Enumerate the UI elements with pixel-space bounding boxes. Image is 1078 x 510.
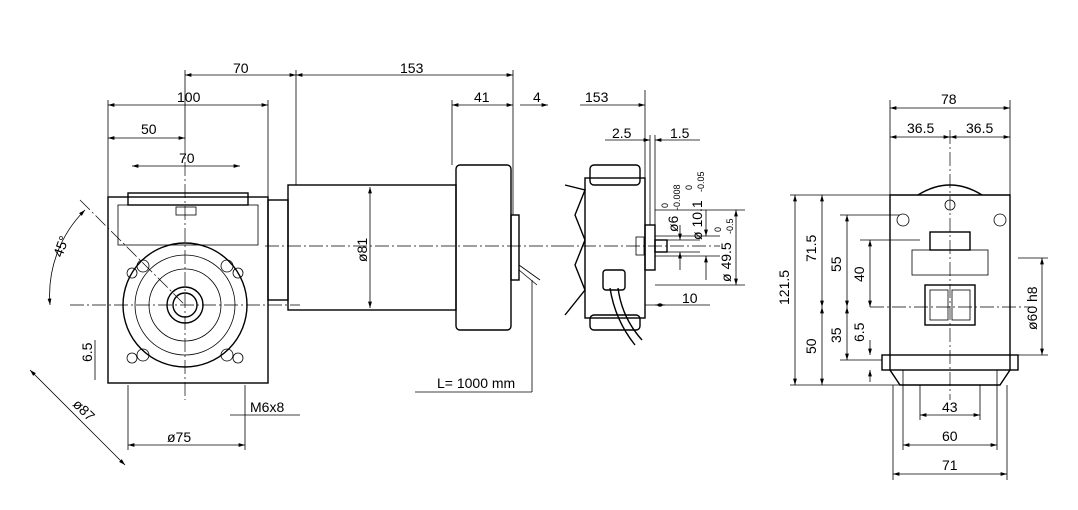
mounting-hole — [232, 352, 244, 364]
dim-dia-81: ø81 — [354, 238, 370, 262]
end-cap-bottom-lobe — [589, 314, 641, 331]
screw-hole — [896, 213, 910, 227]
dim-55: 55 — [828, 256, 844, 272]
dim-153-side: 153 — [585, 89, 609, 105]
dim-35: 35 — [828, 327, 844, 343]
cable-stub — [518, 264, 541, 286]
dim-36-5-right: 36.5 — [966, 120, 993, 136]
hollow-shaft-window — [951, 289, 971, 321]
dim-153-top: 153 — [400, 60, 424, 76]
mounting-hole — [126, 267, 138, 279]
mounting-hole — [232, 267, 244, 279]
end-view: 78 36.5 36.5 121.5 71.5 55 40 50 35 6.5 … — [776, 91, 1048, 480]
dim-dia-10-1: ø 10.1 0 -0.05 — [684, 171, 706, 240]
end-cap-top-lobe — [589, 164, 641, 186]
dim-dia-6-tol-upper: 0 — [660, 203, 670, 208]
dim-60: 60 — [942, 428, 958, 444]
dim-100: 100 — [177, 89, 201, 105]
dimension-line — [29, 369, 126, 466]
dim-70-inner: 70 — [179, 150, 195, 166]
side-dimension-lines — [580, 90, 745, 307]
dim-dia-49-5: ø 49.5 0 -0.5 — [713, 218, 735, 282]
dim-2-5: 2.5 — [612, 125, 632, 141]
dim-angle-45: 45° — [50, 234, 72, 259]
cable-gland — [602, 269, 626, 291]
motor-end-cap — [455, 164, 512, 331]
screw-hole — [993, 213, 1007, 227]
thread-label: M6x8 — [250, 399, 284, 415]
side-view: 153 2.5 1.5 ø6 0 -0.008 ø 10.1 0 -0.05 ø… — [560, 89, 745, 346]
dim-71: 71 — [942, 457, 958, 473]
motor-body — [287, 184, 457, 311]
cable — [609, 287, 643, 346]
dim-121-5: 121.5 — [776, 270, 792, 305]
dim-36-5-left: 36.5 — [907, 120, 934, 136]
break-line — [564, 184, 586, 316]
center-line-45 — [79, 199, 186, 306]
dim-dia-10-1-tol-upper: 0 — [684, 185, 694, 190]
housing-top-rib — [127, 192, 249, 206]
dim-dia-10-1-tol-lower: -0.05 — [696, 171, 706, 192]
dim-71-5: 71.5 — [803, 235, 819, 262]
dim-50-end: 50 — [803, 338, 819, 354]
dim-10: 10 — [682, 290, 698, 306]
dim-dia-60-h8: ø60 h8 — [1024, 286, 1040, 330]
housing-upper-panel — [117, 204, 259, 246]
dim-70-top: 70 — [233, 60, 249, 76]
dim-dia-6-tol-lower: -0.008 — [672, 184, 682, 210]
housing-slot — [175, 206, 197, 216]
dim-6-5: 6.5 — [79, 342, 95, 362]
bolt-hole — [136, 348, 150, 362]
dim-78: 78 — [941, 91, 957, 107]
dim-6-5-end: 6.5 — [851, 322, 867, 342]
dim-dia-10-1-value: ø 10.1 — [689, 200, 705, 240]
cable-length: L= 1000 mm — [437, 375, 515, 391]
shaft-spigot — [644, 224, 656, 271]
bolt-hole — [220, 348, 234, 362]
end-dimension-lines — [790, 100, 1048, 480]
dim-41: 41 — [474, 89, 490, 105]
dim-40: 40 — [851, 266, 867, 282]
dim-4: 4 — [533, 89, 541, 105]
hollow-shaft-window — [929, 289, 949, 321]
mounting-hole — [126, 352, 138, 364]
bolt-hole — [220, 259, 234, 273]
angle-arc — [47, 209, 86, 306]
dim-dia-75: ø75 — [167, 429, 191, 445]
front-view: 70 153 100 41 4 50 70 45° ø81 6.5 ø87 M6… — [29, 60, 560, 466]
dim-dia-49-5-tol-lower: -0.5 — [725, 218, 735, 234]
dim-dia-49-5-tol-upper: 0 — [713, 227, 723, 232]
motor-adapter — [267, 199, 289, 301]
dim-50: 50 — [141, 121, 157, 137]
dim-dia-6: ø6 0 -0.008 — [660, 184, 682, 232]
dim-dia-49-5-value: ø 49.5 — [718, 242, 734, 282]
dim-1-5: 1.5 — [670, 125, 690, 141]
dim-43: 43 — [942, 399, 958, 415]
motor-rear-plate — [510, 214, 520, 281]
extension-lines — [107, 70, 514, 450]
dim-dia-87: ø87 — [70, 396, 99, 425]
bolt-hole — [136, 259, 150, 273]
dim-dia-6-value: ø6 — [665, 215, 681, 232]
